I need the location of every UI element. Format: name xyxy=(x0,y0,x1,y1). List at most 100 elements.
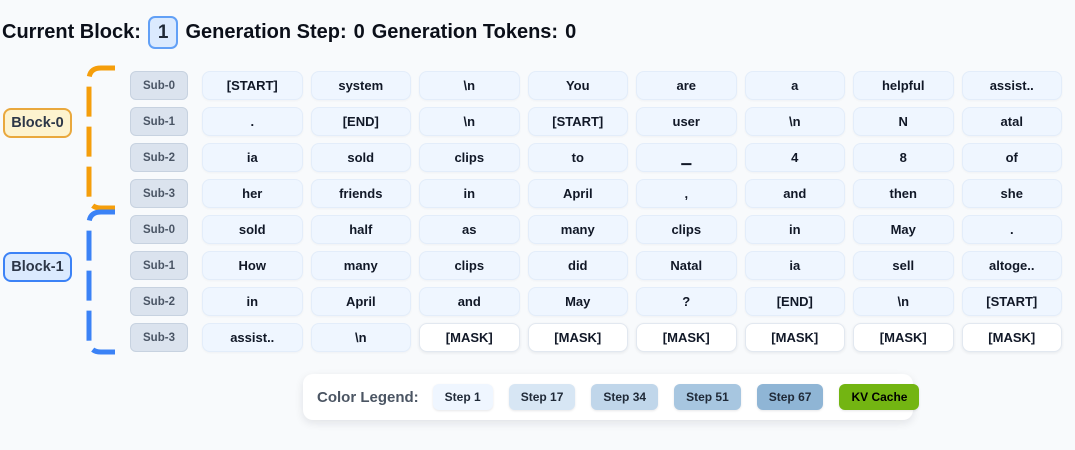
token-cell: clips xyxy=(636,215,737,244)
token-cell: ia xyxy=(744,251,845,280)
block-1-brace-icon xyxy=(86,209,115,355)
token-cell: You xyxy=(527,71,628,100)
token-cell: 8 xyxy=(853,143,954,172)
token-cell: Natal xyxy=(636,251,737,280)
masked-token-cell: [MASK] xyxy=(853,323,954,352)
sub-row-label: Sub-2 xyxy=(130,143,188,172)
token-cell: in xyxy=(419,179,520,208)
token-cell: in xyxy=(744,215,845,244)
legend-chip: Step 17 xyxy=(508,384,576,410)
token-cell: assist.. xyxy=(961,71,1062,100)
sub-row-label: Sub-0 xyxy=(130,215,188,244)
token-cell: 4 xyxy=(744,143,845,172)
token-cell: assist.. xyxy=(202,323,303,352)
token-cell: clips xyxy=(419,143,520,172)
token-cell: . xyxy=(961,215,1062,244)
token-cell: April xyxy=(310,287,411,316)
legend-chip: Step 1 xyxy=(432,384,493,410)
masked-token-cell: [MASK] xyxy=(744,323,845,352)
block-0-brace-icon xyxy=(86,65,115,211)
block-label-0: Block-0 xyxy=(3,108,72,138)
token-cell: [START] xyxy=(202,71,303,100)
sub-row-label: Sub-3 xyxy=(130,179,188,208)
token-cell: How xyxy=(202,251,303,280)
color-legend: Color Legend: Step 1 Step 17 Step 34 Step 5… xyxy=(303,374,920,420)
token-cell: user xyxy=(636,107,737,136)
token-cell: as xyxy=(419,215,520,244)
color-legend-title: Color Legend: xyxy=(317,388,419,406)
token-cell: April xyxy=(527,179,628,208)
masked-token-cell: [MASK] xyxy=(527,323,628,352)
current-block-badge: 1 xyxy=(147,16,179,49)
token-cell: May xyxy=(527,287,628,316)
sub-row-label: Sub-1 xyxy=(130,107,188,136)
token-cell: friends xyxy=(310,179,411,208)
token-cell: and xyxy=(744,179,845,208)
token-cell: many xyxy=(527,215,628,244)
token-cell: atal xyxy=(961,107,1062,136)
token-cell: ia xyxy=(202,143,303,172)
masked-token-cell: [MASK] xyxy=(419,323,520,352)
generation-step-label: Generation Step: xyxy=(185,21,347,43)
token-cell: N xyxy=(853,107,954,136)
token-cell: \n xyxy=(419,71,520,100)
token-cell: helpful xyxy=(853,71,954,100)
token-cell: \n xyxy=(310,323,411,352)
token-cell: sold xyxy=(310,143,411,172)
generation-tokens-label: Generation Tokens: xyxy=(371,21,559,43)
token-cell: half xyxy=(310,215,411,244)
token-cell: her xyxy=(202,179,303,208)
sub-row-label: Sub-0 xyxy=(130,71,188,100)
token-cells: assist..\n[MASK][MASK][MASK][MASK][MASK]… xyxy=(202,323,1062,352)
token-cell: a xyxy=(744,71,845,100)
sub-row-label: Sub-3 xyxy=(130,323,188,352)
generation-tokens-value: 0 xyxy=(565,21,577,43)
token-cell: are xyxy=(636,71,737,100)
token-cell: ▁ xyxy=(636,143,737,172)
status-header: Current Block: 1 Generation Step: 0 Gene… xyxy=(2,16,576,49)
token-cell: . xyxy=(202,107,303,136)
token-cell: she xyxy=(961,179,1062,208)
sub-row-label: Sub-2 xyxy=(130,287,188,316)
token-cell: sell xyxy=(853,251,954,280)
masked-token-cell: [MASK] xyxy=(636,323,737,352)
token-cell: and xyxy=(419,287,520,316)
token-cell: , xyxy=(636,179,737,208)
token-cell: sold xyxy=(202,215,303,244)
token-cell: many xyxy=(310,251,411,280)
token-cell: clips xyxy=(419,251,520,280)
token-cell: [END] xyxy=(310,107,411,136)
legend-chip: Step 51 xyxy=(674,384,741,410)
token-cell: of xyxy=(961,143,1062,172)
token-cell: then xyxy=(853,179,954,208)
token-cell: May xyxy=(853,215,954,244)
current-block-label: Current Block: xyxy=(2,21,141,43)
token-cell: \n xyxy=(419,107,520,136)
token-cell: did xyxy=(527,251,628,280)
legend-chip: Step 34 xyxy=(591,384,659,410)
block-label-1: Block-1 xyxy=(3,252,72,282)
token-cell: \n xyxy=(744,107,845,136)
sub-row-label: Sub-1 xyxy=(130,251,188,280)
token-cell: altoge.. xyxy=(961,251,1062,280)
legend-chip: KV Cache xyxy=(839,384,920,410)
masked-token-cell: [MASK] xyxy=(961,323,1062,352)
token-cell: [START] xyxy=(961,287,1062,316)
